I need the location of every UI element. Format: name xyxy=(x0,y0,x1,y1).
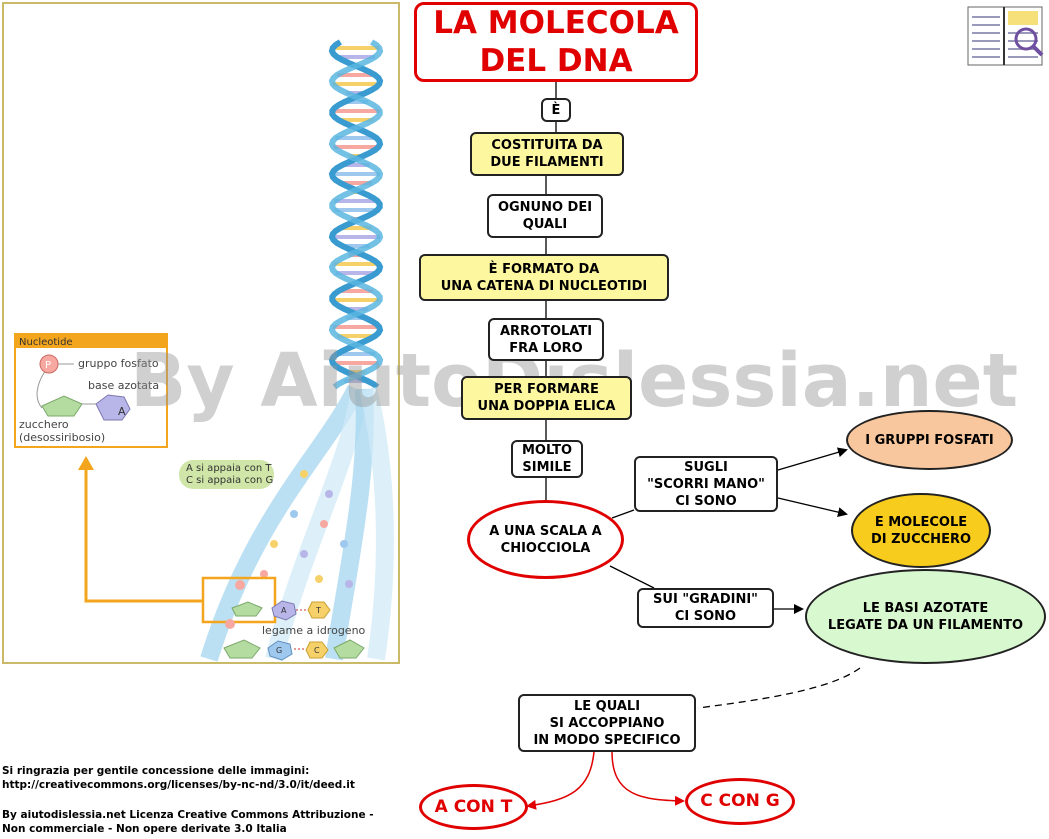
node-formato: È FORMATO DA UNA CATENA DI NUCLEOTIDI xyxy=(419,254,669,301)
helix-strand-1 xyxy=(328,39,384,390)
unwinding-ribbon xyxy=(325,388,374,661)
nucleotide-dot xyxy=(340,540,348,548)
nucleotide-dot xyxy=(300,550,308,558)
label-gruppo-fosfato: gruppo fosfato xyxy=(78,357,159,370)
base-letter: A xyxy=(118,405,126,418)
pairing-note-line2: C si appaia con G xyxy=(186,475,273,486)
book-magnifier-logo xyxy=(966,3,1046,69)
node-basi-azotate: LE BASI AZOTATE LEGATE DA UN FILAMENTO xyxy=(805,569,1046,664)
node-scala-chiocciola: A UNA SCALA A CHIOCCIOLA xyxy=(467,500,624,579)
map-title: LA MOLECOLA DEL DNA xyxy=(414,2,698,82)
node-arrotolati: ARROTOLATI FRA LORO xyxy=(488,318,604,361)
nucleotide-dot xyxy=(270,540,278,548)
node-gradini: SUI "GRADINI" CI SONO xyxy=(637,588,774,628)
node-costituita: COSTITUITA DA DUE FILAMENTI xyxy=(470,132,624,176)
node-ognuno: OGNUNO DEI QUALI xyxy=(487,194,603,238)
base-hexagon-icon xyxy=(95,394,131,421)
nucleotide-dot xyxy=(300,470,308,478)
node-a-con-t: A CON T xyxy=(419,784,528,830)
orange-arrow-head xyxy=(78,456,94,470)
label-legame-idrogeno: legame a idrogeno xyxy=(262,624,366,637)
nucleotide-title: Nucleotide xyxy=(19,337,73,348)
pairing-note-line1: A si appaia con T xyxy=(186,463,272,474)
node-gruppi-fosfati: I GRUPPI FOSFATI xyxy=(846,410,1013,470)
nucleotide-dot xyxy=(325,490,333,498)
credit-line-2[interactable]: http://creativecommons.org/licenses/by-n… xyxy=(2,779,355,791)
node-formare: PER FORMARE UNA DOPPIA ELICA xyxy=(461,376,632,420)
credit-line-4: Non commerciale - Non opere derivate 3.0… xyxy=(2,823,287,835)
unwinding-ribbon xyxy=(359,386,394,661)
node-scorri-mano: SUGLI "SCORRI MANO" CI SONO xyxy=(634,456,778,512)
dna-illustration: Nucleotide P A gruppo fosfato base azota… xyxy=(2,2,400,664)
node-molto-simile: MOLTO SIMILE xyxy=(511,440,583,478)
selected-nucleotide-frame xyxy=(201,576,277,624)
ladder-base-c: C xyxy=(314,646,320,655)
phosphate-letter: P xyxy=(45,360,51,371)
label-zucchero: zucchero xyxy=(19,418,69,431)
nucleotide-dot xyxy=(345,580,353,588)
dna-helix-drawing: Nucleotide P A gruppo fosfato base azota… xyxy=(14,39,394,662)
nucleotide-dot xyxy=(315,575,323,583)
credit-line-3: By aiutodislessia.net Licenza Creative C… xyxy=(2,809,374,821)
credit-line-1: Si ringrazia per gentile concessione del… xyxy=(2,765,310,777)
pairing-note-bubble xyxy=(179,460,274,489)
node-c-con-g: C CON G xyxy=(685,778,795,825)
unwinding-ribbon xyxy=(200,385,365,662)
sugar-pentagon-icon xyxy=(41,395,83,417)
label-base-azotata: base azotata xyxy=(88,379,159,392)
ladder-nucleotides: A T G C xyxy=(223,580,365,661)
node-le-quali: LE QUALI SI ACCOPPIANO IN MODO SPECIFICO xyxy=(518,694,696,752)
orange-connector-line xyxy=(84,464,204,603)
nucleotide-dot xyxy=(290,510,298,518)
node-molecole-zucchero: E MOLECOLE DI ZUCCHERO xyxy=(851,493,991,568)
nucleotide-dot xyxy=(320,520,328,528)
ladder-base-g: G xyxy=(276,646,282,655)
label-desossiribosio: (desossiribosio) xyxy=(19,431,105,444)
ladder-base-a: A xyxy=(281,606,287,615)
node-e: È xyxy=(541,98,571,122)
phosphate-icon xyxy=(39,354,59,374)
nucleotide-legend-header xyxy=(15,334,167,348)
helix-strand-2 xyxy=(328,39,384,390)
ladder-base-t: T xyxy=(315,606,321,615)
nucleotide-dot xyxy=(260,570,268,578)
